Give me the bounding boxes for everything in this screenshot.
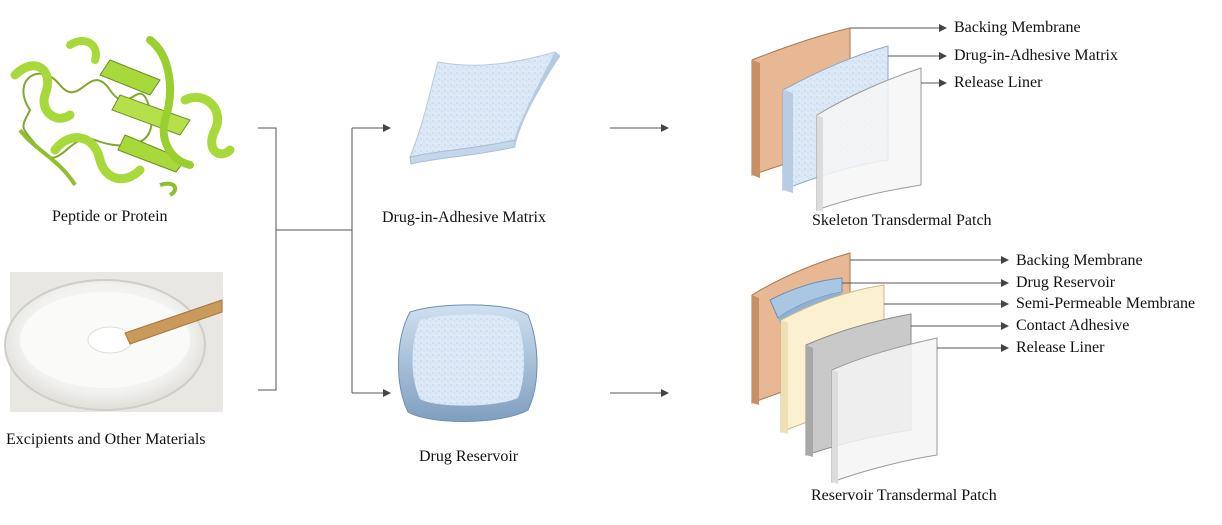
merge-bracket [258, 124, 391, 397]
skeleton-layer-label: Release Liner [954, 74, 1043, 91]
reservoir-layer-label: Semi-Permeable Membrane [1016, 295, 1196, 312]
reservoir-layer-label: Backing Membrane [1016, 252, 1143, 269]
powder-bowl-spoon-icon [4, 272, 223, 412]
matrix-slab-illustration [409, 51, 561, 165]
excipients-caption: Excipients and Other Materials [6, 431, 206, 448]
matrix-caption: Drug-in-Adhesive Matrix [382, 209, 546, 226]
skeleton-layer-label: Drug-in-Adhesive Matrix [954, 47, 1118, 64]
reservoir-layer-label: Contact Adhesive [1016, 317, 1130, 334]
skeleton-layer-label: Backing Membrane [954, 19, 1081, 36]
skeleton-patch-caption: Skeleton Transdermal Patch [812, 212, 992, 229]
reservoir-layer-label: Release Liner [1016, 339, 1105, 356]
protein-caption: Peptide or Protein [52, 208, 168, 225]
reservoir-patch-illustration [751, 252, 938, 484]
protein-ribbon-icon [10, 36, 235, 197]
reservoir-layer-pointers [842, 256, 1009, 352]
reservoir-caption: Drug Reservoir [419, 448, 519, 465]
reservoir-pillow-illustration [398, 304, 538, 422]
reservoir-patch-caption: Reservoir Transdermal Patch [811, 487, 997, 504]
skeleton-layer-pointers [850, 24, 947, 87]
skeleton-patch-illustration [751, 27, 922, 212]
reservoir-layer-label: Drug Reservoir [1016, 274, 1116, 291]
